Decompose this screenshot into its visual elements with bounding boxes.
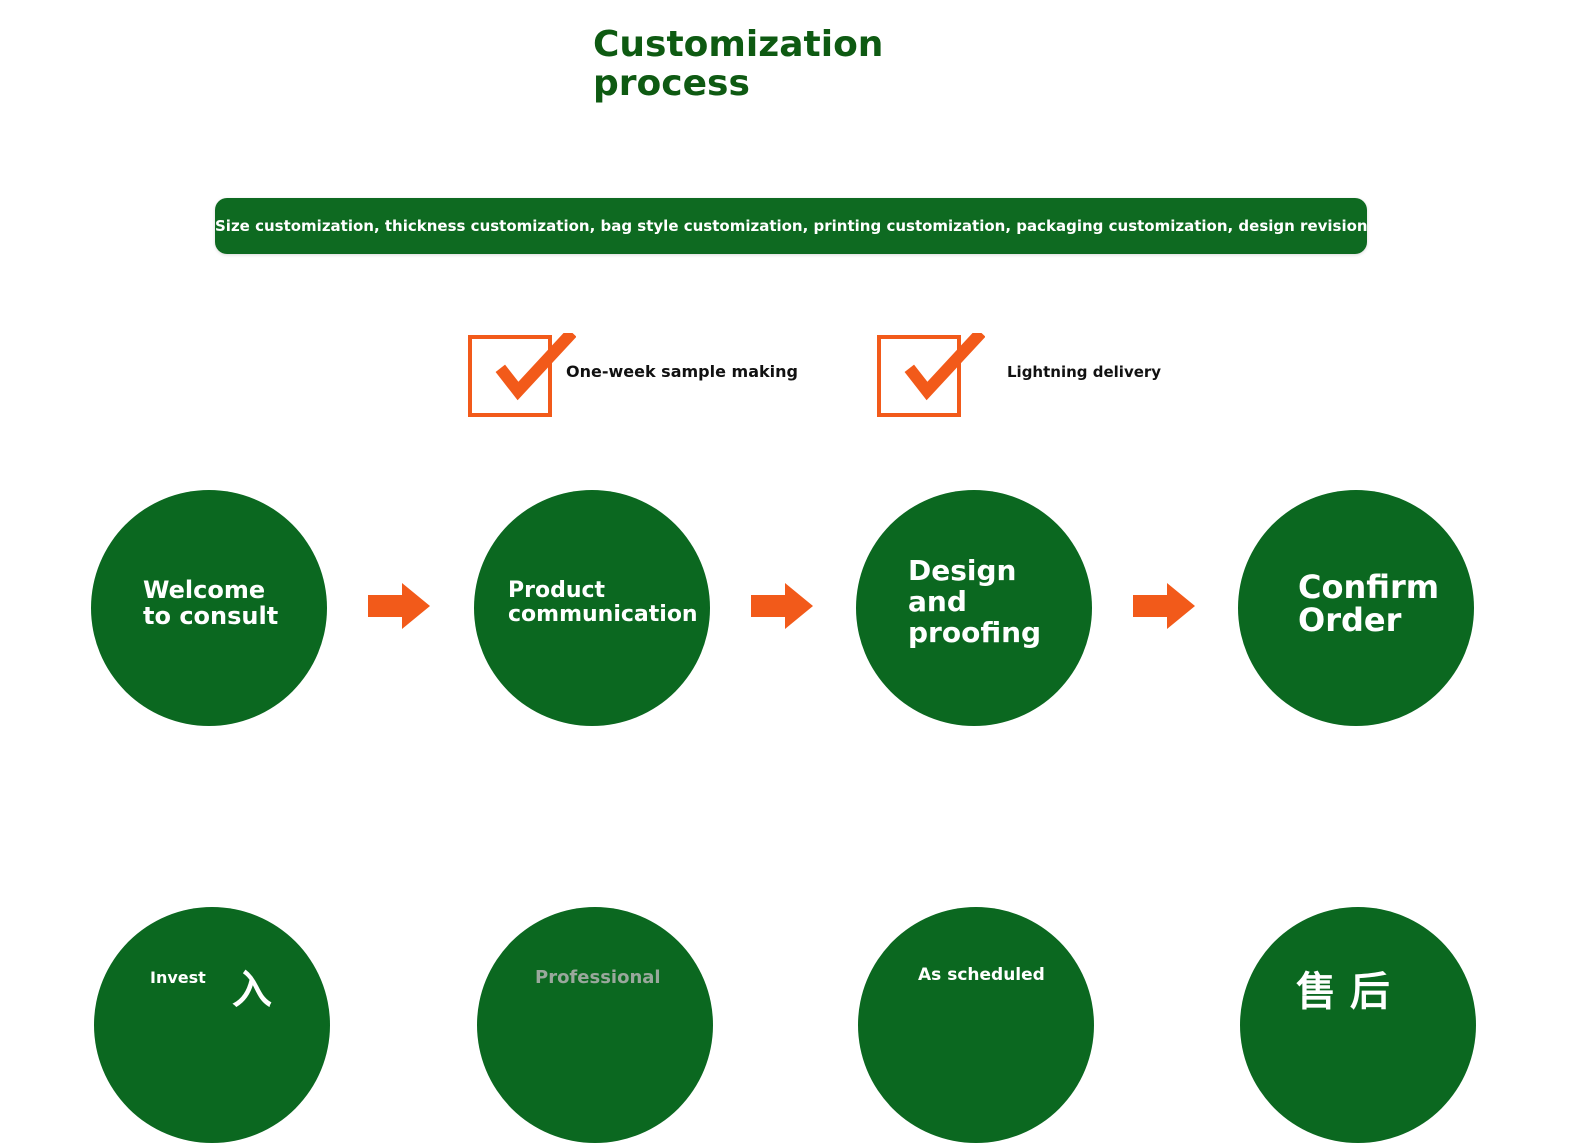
page-title: Customization process bbox=[593, 25, 1013, 103]
step-label-line1: Confirm bbox=[1298, 568, 1440, 606]
page-title-line2: process bbox=[593, 63, 750, 104]
step-circle-design: Design and proofing bbox=[856, 490, 1092, 726]
step-label-line2: communication bbox=[508, 602, 698, 627]
step-circle-consult: Welcome to consult bbox=[91, 490, 327, 726]
step-label-line2: Order bbox=[1298, 601, 1402, 639]
step-label-line1: Design bbox=[908, 554, 1017, 587]
feature-label-delivery: Lightning delivery bbox=[1007, 363, 1162, 381]
step-circle-professional: Professional bbox=[477, 907, 713, 1143]
arrow-right-icon bbox=[1133, 583, 1195, 629]
checkbox-check-icon bbox=[877, 333, 985, 417]
checkbox-check-icon bbox=[468, 333, 576, 417]
step-label-line1: Product bbox=[508, 578, 606, 603]
arrow-right-icon bbox=[368, 583, 430, 629]
step-label-professional: Professional bbox=[535, 967, 661, 988]
step-circle-communication: Product communication bbox=[474, 490, 710, 726]
customization-banner: Size customization, thickness customizat… bbox=[215, 198, 1367, 254]
step-label-line1: Welcome bbox=[143, 576, 266, 604]
step-label-line3: proofing bbox=[908, 616, 1042, 649]
step-label-line2: and bbox=[908, 585, 967, 618]
step-glyph-invest: 入 bbox=[232, 967, 272, 1013]
step-circle-scheduled: As scheduled bbox=[858, 907, 1094, 1143]
step-glyph-aftersales: 售 后 bbox=[1296, 969, 1390, 1015]
feature-label-sample: One-week sample making bbox=[566, 362, 798, 381]
arrow-right-icon bbox=[751, 583, 813, 629]
banner-text: Size customization, thickness customizat… bbox=[215, 217, 1367, 235]
step-label-scheduled: As scheduled bbox=[918, 965, 1045, 985]
step-label-invest: Invest bbox=[150, 968, 206, 987]
step-circle-aftersales: 售 后 bbox=[1240, 907, 1476, 1143]
page-title-line1: Customization bbox=[593, 24, 884, 65]
step-circle-confirm: Confirm Order bbox=[1238, 490, 1474, 726]
step-circle-invest: Invest 入 bbox=[94, 907, 330, 1143]
step-label-line2: to consult bbox=[143, 602, 279, 630]
